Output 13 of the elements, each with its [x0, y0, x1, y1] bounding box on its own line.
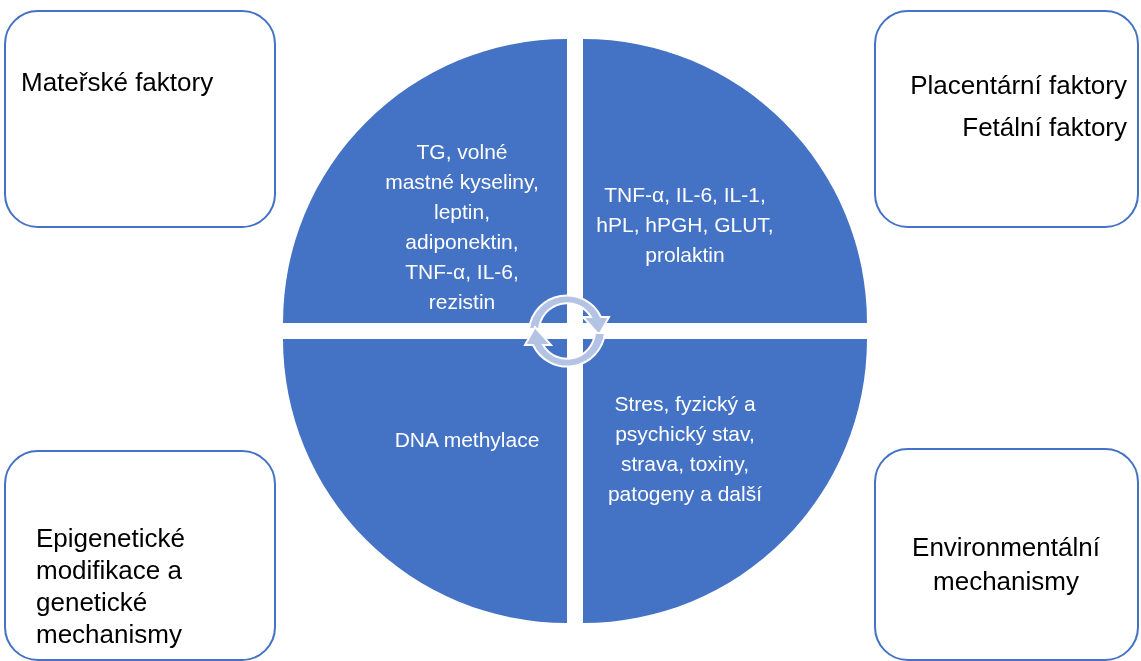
box-label: Fetální faktory [961, 111, 1127, 144]
quadrant-text: Stres, fyzický a psychický stav, strava, toxiny, patogeny a další [606, 391, 764, 507]
text-box [874, 10, 1139, 228]
text-box [874, 448, 1139, 661]
text-box [4, 450, 276, 661]
box-label: Epigenetické modifikace a genetické mechanismy [36, 522, 186, 650]
quadrant-text: TNF-α, IL-6, IL-1, hPL, hPGH, GLUT, prolaktin [595, 182, 775, 268]
quadrant-text: TG, volné mastné kyseliny, leptin, adiponektin, TNF-α, IL-6, rezistin [384, 139, 540, 315]
box-label: Mateřské faktory [21, 66, 215, 99]
box-label: Environmentální mechanismy [911, 531, 1101, 598]
box-label: Placentární faktory [909, 69, 1127, 102]
quadrant-text: DNA methylace [393, 427, 541, 453]
text-box [4, 10, 276, 228]
